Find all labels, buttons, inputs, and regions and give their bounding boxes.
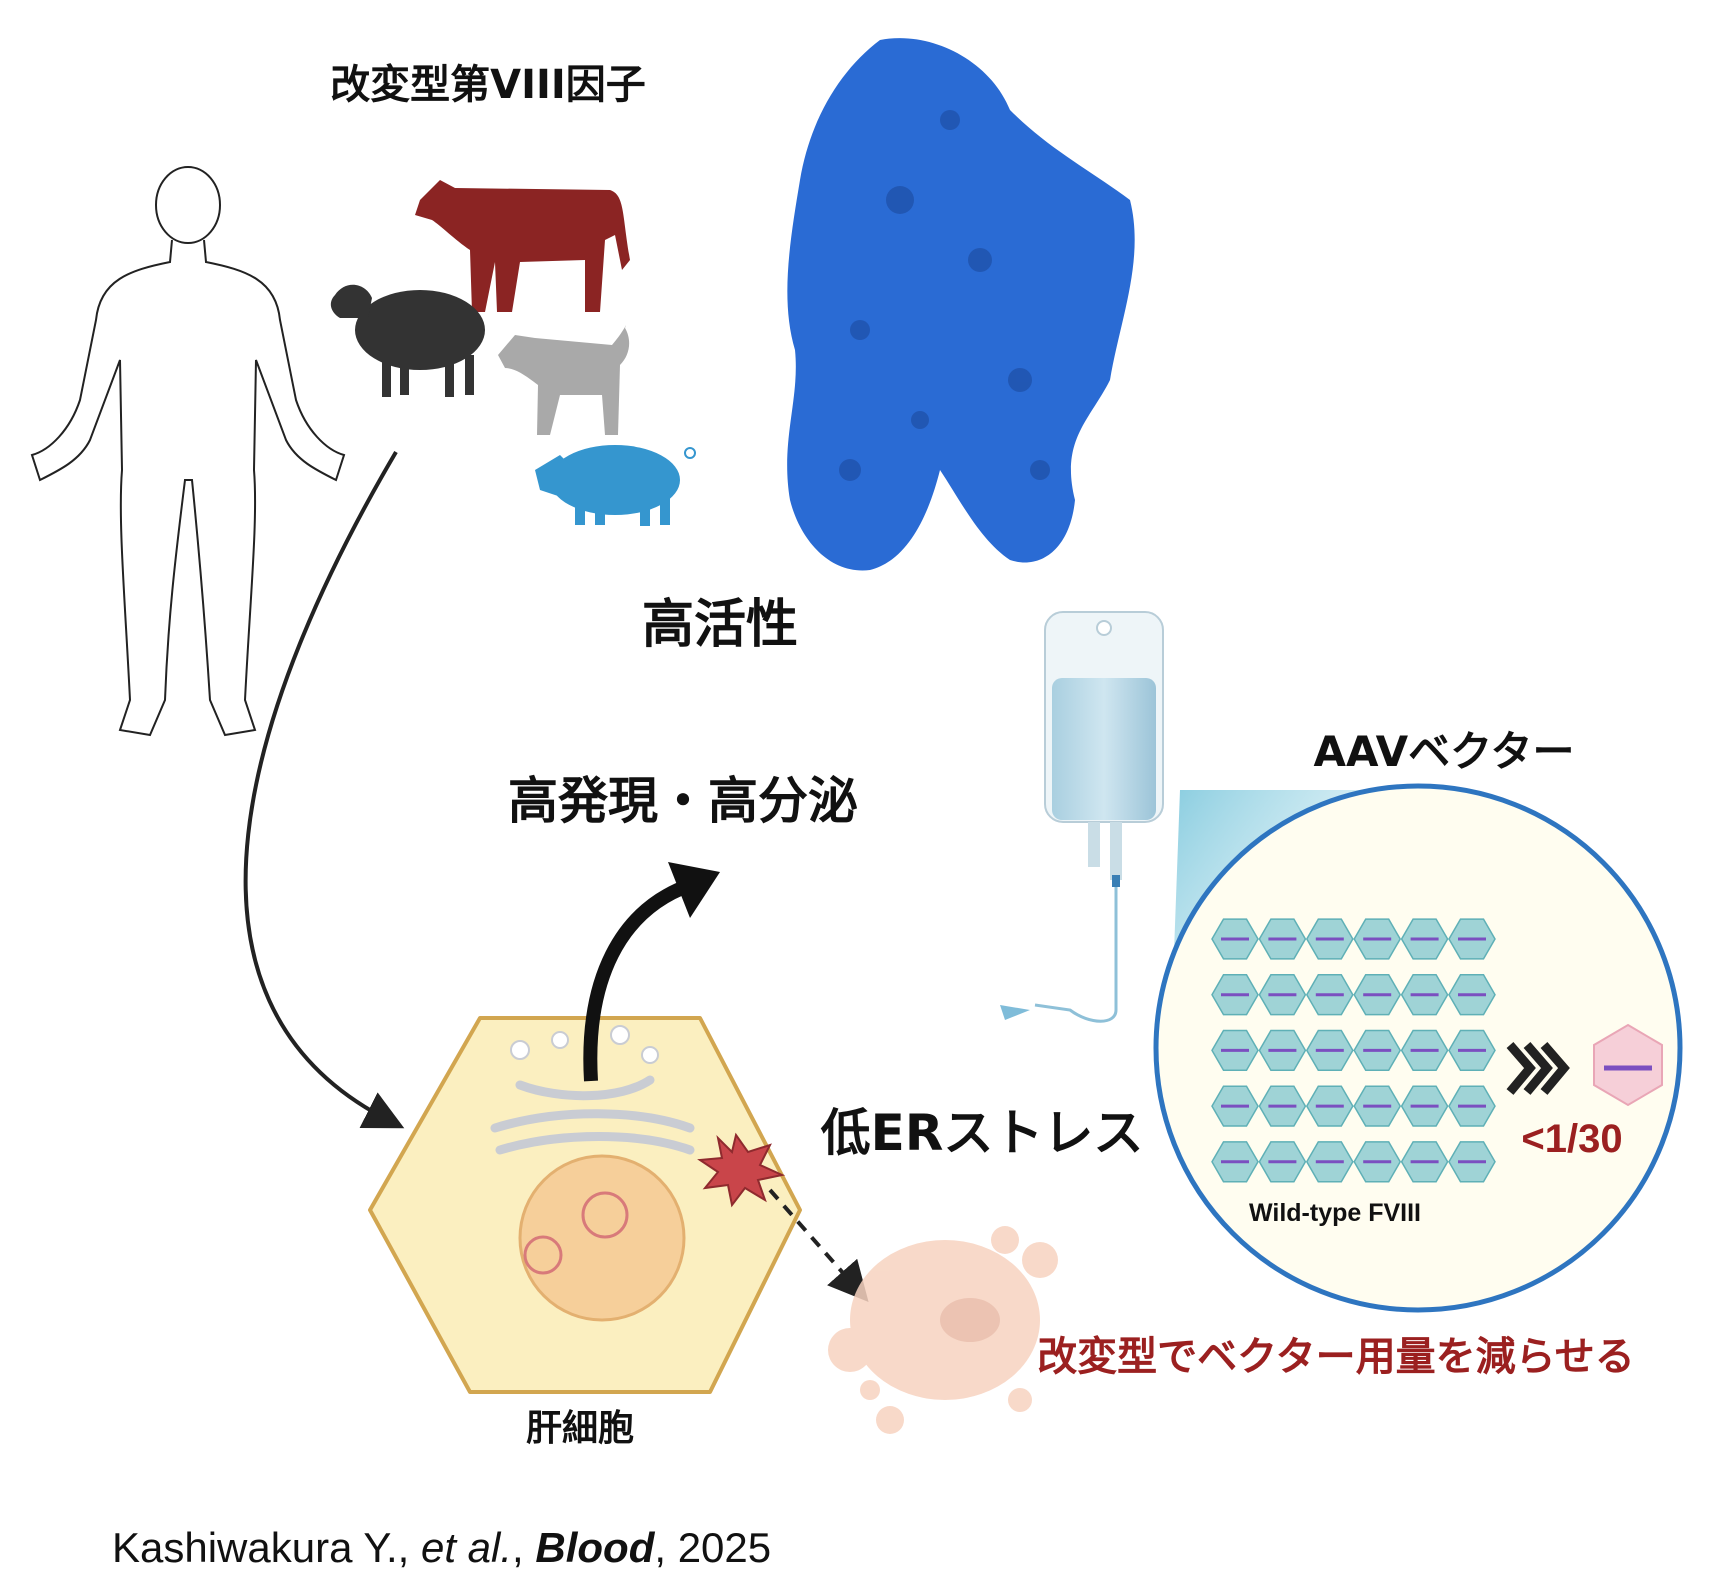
cow-icon [415, 180, 630, 312]
modified-aav-capsid-icon [1593, 1023, 1663, 1107]
citation-journal: Blood [535, 1524, 655, 1571]
citation-sep: , [654, 1524, 677, 1571]
iv-bag-icon [1000, 611, 1164, 1023]
wild-type-aav-capsid-icon [1400, 974, 1449, 1016]
wild-type-aav-capsid-icon [1448, 974, 1496, 1016]
wild-type-aav-capsid-icon [1258, 1141, 1307, 1183]
wild-type-aav-capsid-icon [1353, 1085, 1402, 1127]
citation-sep: , [512, 1524, 535, 1571]
wild-type-aav-capsid-icon [1353, 1141, 1402, 1183]
wild-type-aav-capsid-icon [1305, 918, 1354, 960]
citation-authors: Kashiwakura Y., [112, 1524, 421, 1571]
wild-type-aav-capsid-icon [1353, 974, 1402, 1016]
curved-arrow [243, 450, 405, 1129]
wild-type-aav-capsid-icon [1400, 918, 1449, 960]
modified-fviii-title: 改変型第VIII因子 [330, 62, 646, 108]
human-figure-icon [30, 166, 346, 737]
wild-type-aav-capsid-icon [1258, 918, 1307, 960]
dog-icon [498, 325, 630, 435]
apoptotic-cell-icon [828, 1226, 1058, 1434]
hepatocyte-label: 肝細胞 [526, 1408, 634, 1449]
wild-type-aav-capsid-icon [1305, 1085, 1354, 1127]
conclusion-label: 改変型でベクター用量を減らせる [1037, 1334, 1635, 1380]
wild-type-aav-capsid-icon [1400, 1085, 1449, 1127]
high-expression-label: 高発現・高分泌 [508, 772, 858, 830]
wild-type-aav-capsid-icon [1211, 1029, 1259, 1072]
fviii-protein-structure [787, 38, 1135, 571]
citation: Kashiwakura Y., et al., Blood, 2025 [112, 1524, 771, 1571]
wild-type-aav-capsid-icon [1305, 1141, 1354, 1183]
wild-type-aav-capsid-icon [1258, 1085, 1307, 1127]
aav-vector-label: AAVベクター [1314, 727, 1575, 776]
wild-type-aav-capsid-icon [1211, 918, 1259, 960]
wild-type-aav-capsid-icon [1400, 1141, 1449, 1183]
wild-type-aav-capsid-icon [1211, 974, 1259, 1016]
apoptosis-dashed-arrow [768, 1188, 869, 1303]
wild-type-aav-capsid-icon [1258, 974, 1307, 1016]
wild-type-aav-capsid-icon [1448, 1085, 1496, 1127]
wild-type-aav-capsid-icon [1353, 1029, 1402, 1072]
wild-type-aav-capsid-icon [1400, 1029, 1449, 1072]
low-er-stress-label: 低ERストレス [821, 1104, 1144, 1162]
high-activity-label: 高活性 [642, 595, 798, 655]
aav-capsid-grid [1211, 918, 1496, 1183]
sheep-icon [330, 284, 485, 397]
wild-type-aav-capsid-icon [1211, 1141, 1259, 1183]
secretion-arrow-head [668, 862, 720, 918]
wild-type-aav-capsid-icon [1353, 918, 1402, 960]
wild-type-aav-capsid-icon [1305, 974, 1354, 1016]
wild-type-aav-capsid-icon [1448, 918, 1496, 960]
wild-type-label: Wild-type FVIII [1249, 1199, 1421, 1227]
wild-type-aav-capsid-icon [1448, 1029, 1496, 1072]
wild-type-aav-capsid-icon [1448, 1141, 1496, 1183]
ratio-label: <1/30 [1521, 1117, 1622, 1161]
secretion-arrow [583, 878, 693, 1082]
citation-year: 2025 [678, 1524, 771, 1571]
pig-icon [535, 445, 696, 526]
wild-type-aav-capsid-icon [1258, 1029, 1307, 1072]
citation-etal: et al. [421, 1524, 512, 1571]
hepatocyte-cell [368, 1016, 802, 1394]
er-stress-burst-icon [697, 1132, 786, 1208]
wild-type-aav-capsid-icon [1211, 1085, 1259, 1127]
triple-chevron-icon [1506, 1042, 1570, 1095]
wild-type-aav-capsid-icon [1305, 1029, 1354, 1072]
